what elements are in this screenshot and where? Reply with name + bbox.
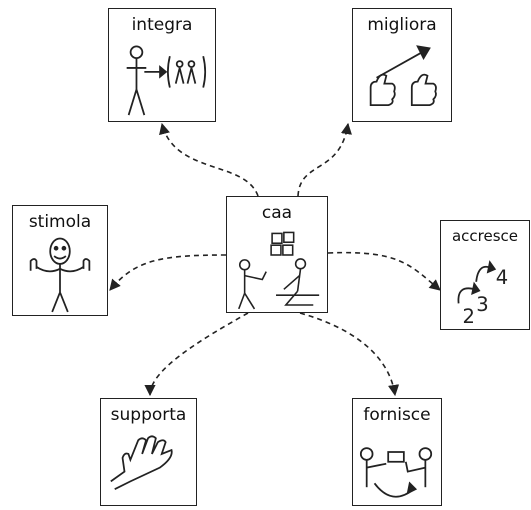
number-3: 3	[476, 293, 488, 316]
person-joins-group-icon	[126, 45, 207, 116]
node-label-fornisce: fornisce	[363, 405, 431, 425]
connector-supporta	[144, 312, 249, 397]
node-card-stimola: stimola	[12, 205, 108, 316]
node-card-supporta: supporta	[100, 398, 197, 506]
node-label-stimola: stimola	[28, 212, 92, 232]
encouraging-person-icon	[29, 237, 91, 313]
number-2: 2	[463, 305, 475, 328]
connector-stimola	[109, 254, 227, 291]
giving-object-icon	[359, 447, 433, 498]
communication-board-icon	[238, 231, 320, 310]
node-label-integra: integra	[131, 15, 193, 35]
connector-migliora	[297, 122, 352, 197]
supporting-hand-icon	[110, 435, 173, 491]
increasing-numbers-icon: 2 3 4	[457, 260, 508, 328]
center-card-caa: caa	[226, 196, 328, 313]
thumbs-up-improve-icon	[369, 45, 437, 107]
node-card-fornisce: fornisce	[352, 398, 442, 506]
node-label-accresce: accresce	[451, 227, 519, 245]
node-label-supporta: supporta	[110, 405, 187, 425]
center-label: caa	[261, 203, 293, 223]
node-card-migliora: migliora	[352, 8, 452, 122]
node-card-accresce: accresce 2 3 4	[440, 220, 530, 330]
connector-fornisce	[299, 312, 400, 397]
connector-integra	[159, 122, 259, 197]
connector-accresce	[327, 251, 441, 291]
node-label-migliora: migliora	[367, 15, 437, 35]
node-card-integra: integra	[108, 8, 216, 122]
number-4: 4	[496, 266, 508, 289]
